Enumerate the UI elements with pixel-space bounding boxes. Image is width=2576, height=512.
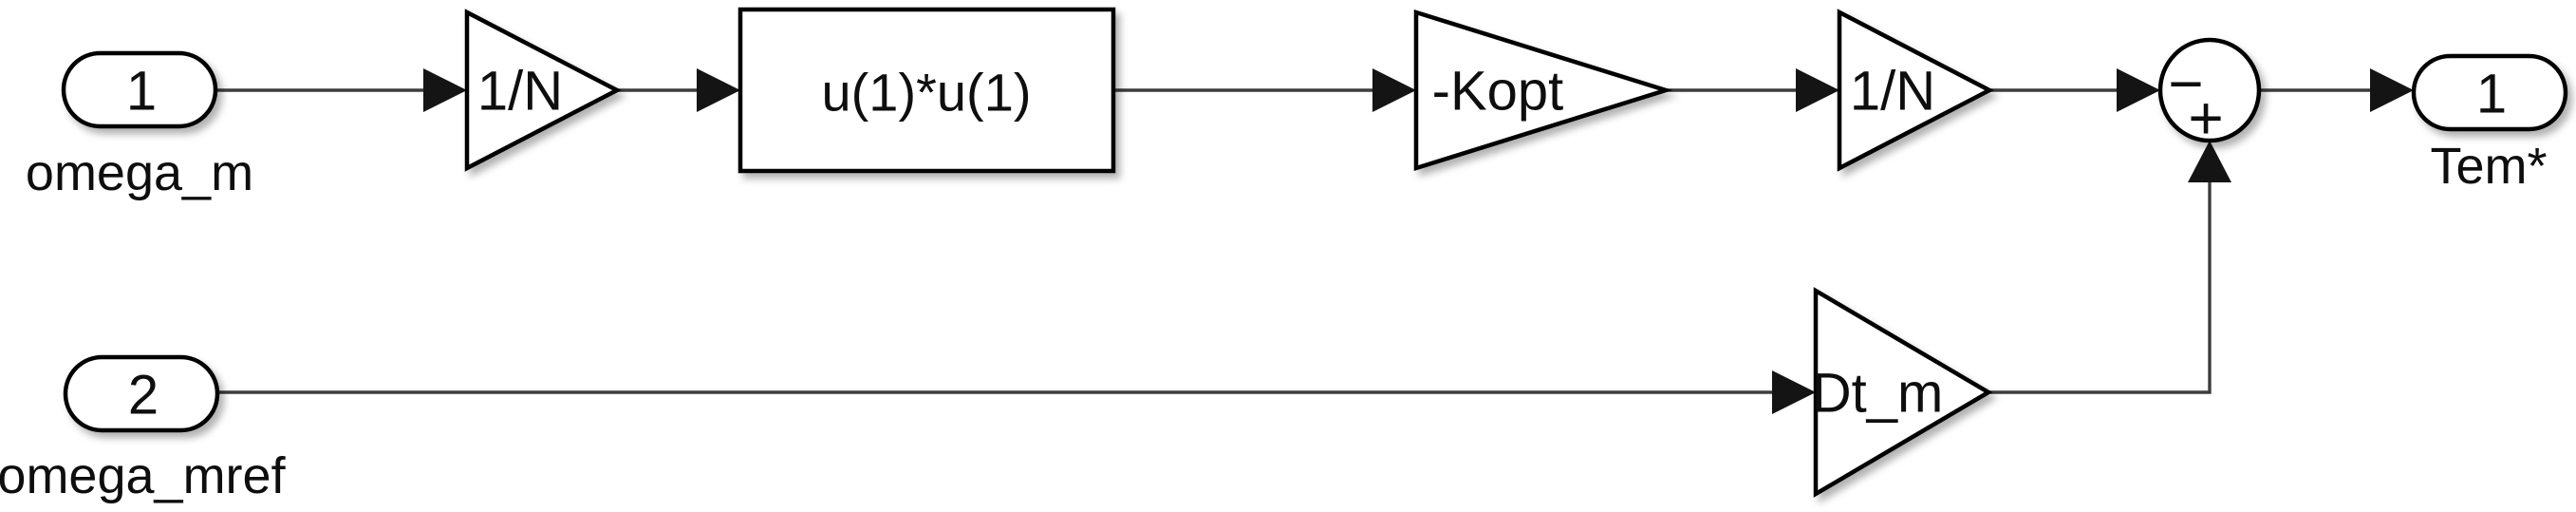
inport-name-label[interactable]: omega_mref	[0, 447, 287, 504]
inport-port-number: 1	[126, 61, 157, 123]
gain-block-1n-second[interactable]: 1/N	[1837, 9, 1994, 172]
fcn-block-square[interactable]: u(1)*u(1)	[737, 7, 1116, 174]
gain-triangle-shape[interactable]	[1413, 9, 1673, 172]
wire-gain2-to-sum[interactable]	[1989, 68, 2160, 112]
wire-fcn-to-kopt[interactable]	[1113, 68, 1416, 112]
sum-block[interactable]: − +	[2157, 37, 2262, 152]
sum-plus-sign: +	[2188, 84, 2223, 152]
wire-dtm-to-sum[interactable]	[1988, 141, 2231, 394]
outport-port-number: 1	[2476, 64, 2507, 125]
sum-circle-shape[interactable]	[2157, 37, 2262, 143]
gain-value-text: 1/N	[1850, 61, 1935, 123]
gain-value-text: -Kopt	[1432, 61, 1564, 123]
wire-inport2-to-dtm[interactable]	[217, 370, 1816, 414]
wire-arrowhead[interactable]	[2117, 68, 2160, 112]
inport-block-omega-mref[interactable]: 2 omega_mref	[0, 354, 287, 504]
wire-inport1-to-gain1[interactable]	[215, 68, 467, 112]
wire-arrowhead[interactable]	[2188, 141, 2231, 182]
inport-port-number: 2	[128, 365, 159, 427]
wire-arrowhead[interactable]	[1772, 370, 1816, 414]
fcn-rect-shape[interactable]	[737, 7, 1116, 174]
gain-triangle-shape[interactable]	[1813, 287, 1993, 498]
outport-block-tem[interactable]: 1 Tem*	[2411, 53, 2568, 195]
fcn-expression-text: u(1)*u(1)	[822, 63, 1032, 123]
outport-name-label[interactable]: Tem*	[2430, 138, 2547, 195]
gain-value-text: Dt_m	[1812, 363, 1944, 425]
inport-name-label[interactable]: omega_m	[26, 144, 253, 201]
inport-oval-shape[interactable]	[63, 354, 220, 433]
wire-arrowhead[interactable]	[1796, 68, 1839, 112]
sum-minus-sign: −	[2168, 49, 2203, 118]
wire-gain1-to-fcn[interactable]	[617, 68, 740, 112]
wire-segment[interactable]	[1988, 180, 2212, 394]
gain-value-text: 1/N	[477, 61, 563, 123]
inport-block-omega-m[interactable]: 1 omega_m	[26, 50, 253, 201]
wire-arrowhead[interactable]	[1372, 68, 1416, 112]
gain-block-1n-first[interactable]: 1/N	[464, 9, 622, 172]
wire-sum-to-outport[interactable]	[2259, 68, 2414, 112]
wire-arrowhead[interactable]	[697, 68, 740, 112]
inport-oval-shape[interactable]	[61, 50, 218, 129]
gain-triangle-shape[interactable]	[1837, 9, 1994, 172]
gain-block-kopt[interactable]: -Kopt	[1413, 9, 1673, 172]
outport-oval-shape[interactable]	[2411, 53, 2568, 132]
gain-triangle-shape[interactable]	[464, 9, 622, 172]
gain-block-dt-m[interactable]: Dt_m	[1812, 287, 1993, 498]
wire-kopt-to-gain2[interactable]	[1666, 68, 1839, 112]
wire-arrowhead[interactable]	[423, 68, 467, 112]
wire-arrowhead[interactable]	[2370, 68, 2414, 112]
